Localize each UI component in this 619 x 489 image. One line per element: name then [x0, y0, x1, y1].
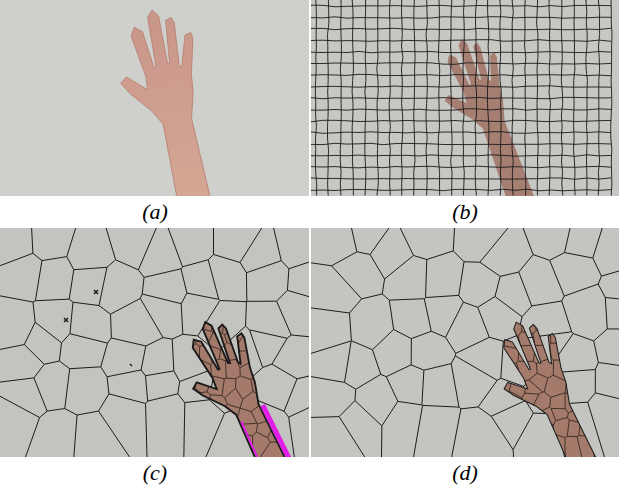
hand-region — [481, 310, 619, 457]
hand-outline — [170, 310, 309, 457]
edge-highlight — [237, 404, 309, 457]
hand-outline — [481, 310, 619, 457]
panel-label: (d) — [452, 460, 478, 486]
panel-label: (a) — [142, 199, 168, 225]
noise-marks — [64, 290, 132, 366]
superpixel-panel — [0, 228, 309, 457]
hand-boundaries — [311, 228, 619, 457]
superpixel-grid — [311, 0, 612, 196]
photo-panel — [0, 0, 309, 196]
panel-label: (c) — [143, 460, 167, 486]
superpixel-panel — [311, 228, 619, 457]
hand-region — [170, 310, 309, 457]
grid-panel — [311, 0, 619, 196]
region-boundaries — [0, 228, 309, 457]
panel-label: (b) — [452, 199, 478, 225]
hand-boundaries — [0, 228, 309, 457]
